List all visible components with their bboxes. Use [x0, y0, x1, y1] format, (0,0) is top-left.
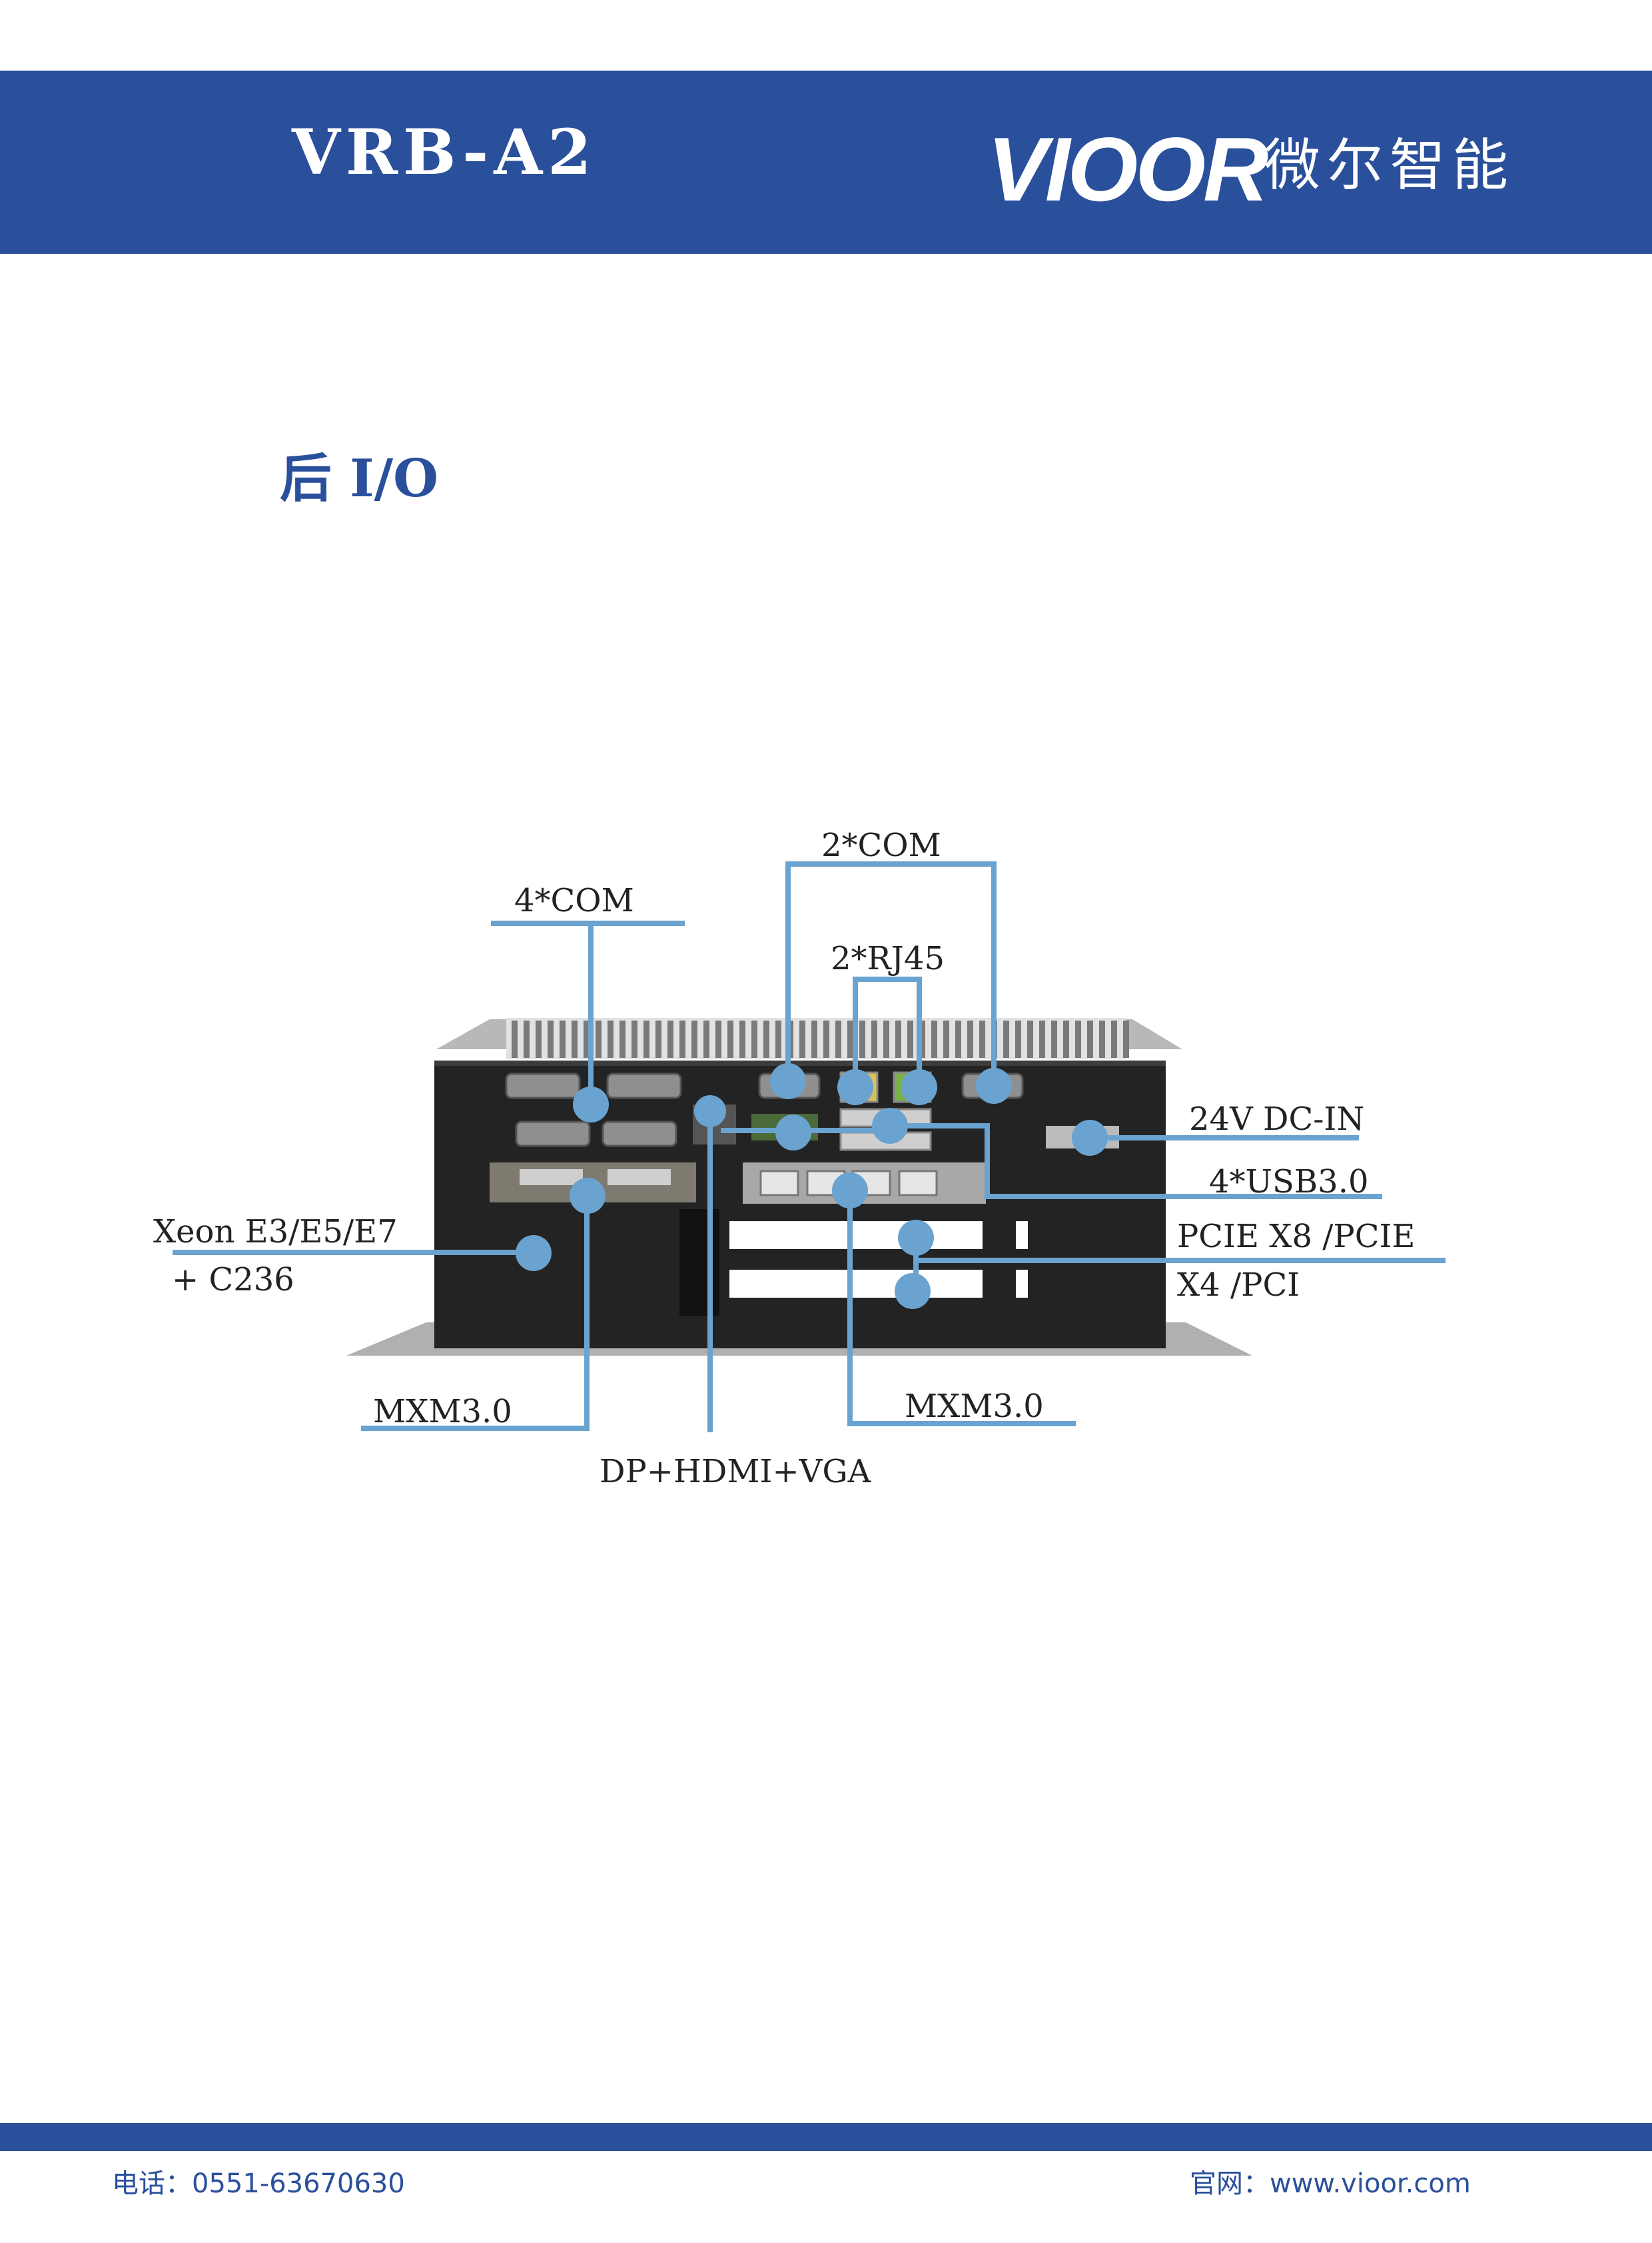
footer-phone: 电话：0551-63670630: [112, 2168, 405, 2199]
label-mxm-right: MXM3.0: [905, 1388, 1044, 1425]
brand-name-cn: 微尔智能: [1264, 133, 1515, 198]
chassis: [434, 1061, 1166, 1348]
label-dc-in: 24V DC-IN: [1189, 1101, 1364, 1138]
label-mxm-left: MXM3.0: [373, 1393, 512, 1430]
footer-website[interactable]: 官网：www.vioor.com: [1190, 2168, 1471, 2199]
section-title: 后 I/O: [280, 448, 439, 509]
label-4com: 4*COM: [514, 882, 634, 919]
footer-bar: [0, 2123, 1652, 2151]
label-display: DP+HDMI+VGA: [600, 1453, 872, 1490]
label-usb: 4*USB3.0: [1209, 1163, 1368, 1200]
label-2com: 2*COM: [821, 827, 941, 864]
label-pcie-2: X4 /PCI: [1177, 1266, 1300, 1304]
label-pcie-1: PCIE X8 /PCIE: [1177, 1218, 1415, 1255]
brand-logo: VIOOR: [987, 119, 1268, 220]
header-bar: [0, 71, 1652, 254]
callout-dots: [516, 1063, 1108, 1309]
label-2rj45: 2*RJ45: [831, 940, 945, 977]
heatsink: [436, 1018, 1182, 1059]
label-cpu-1: Xeon E3/E5/E7: [153, 1213, 398, 1250]
label-cpu-2: + C236: [172, 1261, 294, 1298]
expansion-slots: [729, 1221, 1028, 1298]
model-name: VRB-A2: [292, 116, 597, 189]
